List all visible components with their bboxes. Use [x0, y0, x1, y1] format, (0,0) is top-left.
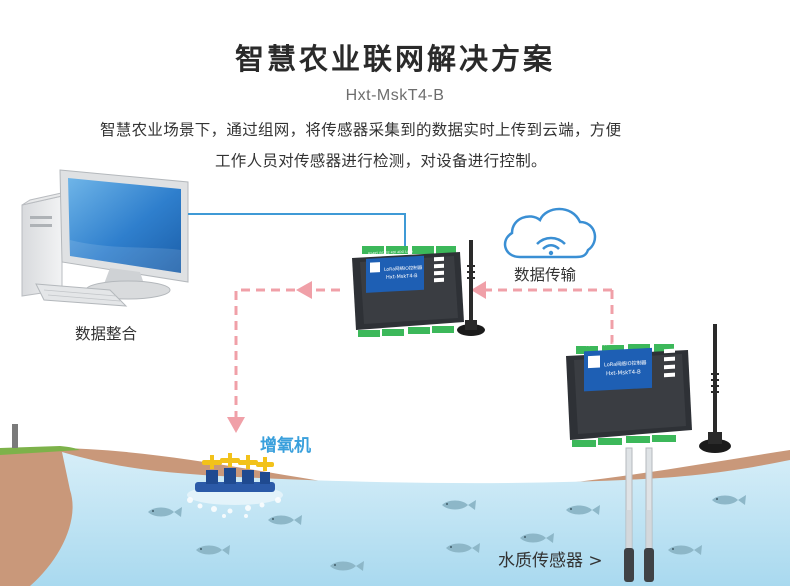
svg-text:RS485 RS232 4DI 4DO LoRa: RS485 RS232 4DI 4DO LoRa	[586, 341, 637, 348]
arrow-head-left-2	[296, 281, 312, 299]
description-line-1: 智慧农业场景下，通过组网，将传感器采集到的数据实时上传到云端，方便	[100, 121, 622, 139]
desktop-computer-icon	[21, 169, 189, 307]
svg-text:Hxt-MskT4-B: Hxt-MskT4-B	[386, 273, 418, 281]
model-subtitle: Hxt-MskT4-B	[345, 87, 445, 104]
io-controller-2: LoRa网络IO控制器 Hxt-MskT4-B RS485 RS232 4DI …	[566, 324, 731, 582]
water-sensor-label: 水质传感器 >	[498, 551, 603, 571]
description-line-2: 工作人员对传感器进行检测，对设备进行控制。	[215, 152, 547, 170]
computer-link-line	[188, 213, 406, 252]
data-transfer-label: 数据传输	[514, 266, 577, 284]
post	[12, 424, 18, 448]
page-title: 智慧农业联网解决方案	[234, 42, 555, 76]
water-quality-sensor	[624, 447, 654, 582]
io-controller-1: LoRa网络IO控制器 Hxt-MskT4-B RS485 RS232 4DI …	[352, 240, 485, 337]
arrow-head-left-1	[471, 281, 486, 299]
aerator-label: 增氧机	[260, 436, 311, 456]
svg-text:LoRa网络IO控制器: LoRa网络IO控制器	[604, 359, 647, 368]
grass-left	[0, 446, 80, 455]
antenna-icon	[457, 240, 485, 336]
antenna-icon	[699, 324, 731, 453]
svg-text:Hxt-MskT4-B: Hxt-MskT4-B	[606, 369, 641, 377]
data-integration-label: 数据整合	[75, 325, 138, 343]
svg-text:RS485 RS232 4DI 4DO LoRa: RS485 RS232 4DI 4DO LoRa	[368, 249, 413, 255]
arrow-head-down	[227, 417, 245, 433]
cloud-wifi-icon	[503, 207, 597, 259]
svg-text:LoRa网络IO控制器: LoRa网络IO控制器	[384, 264, 423, 273]
aerator	[187, 453, 283, 518]
